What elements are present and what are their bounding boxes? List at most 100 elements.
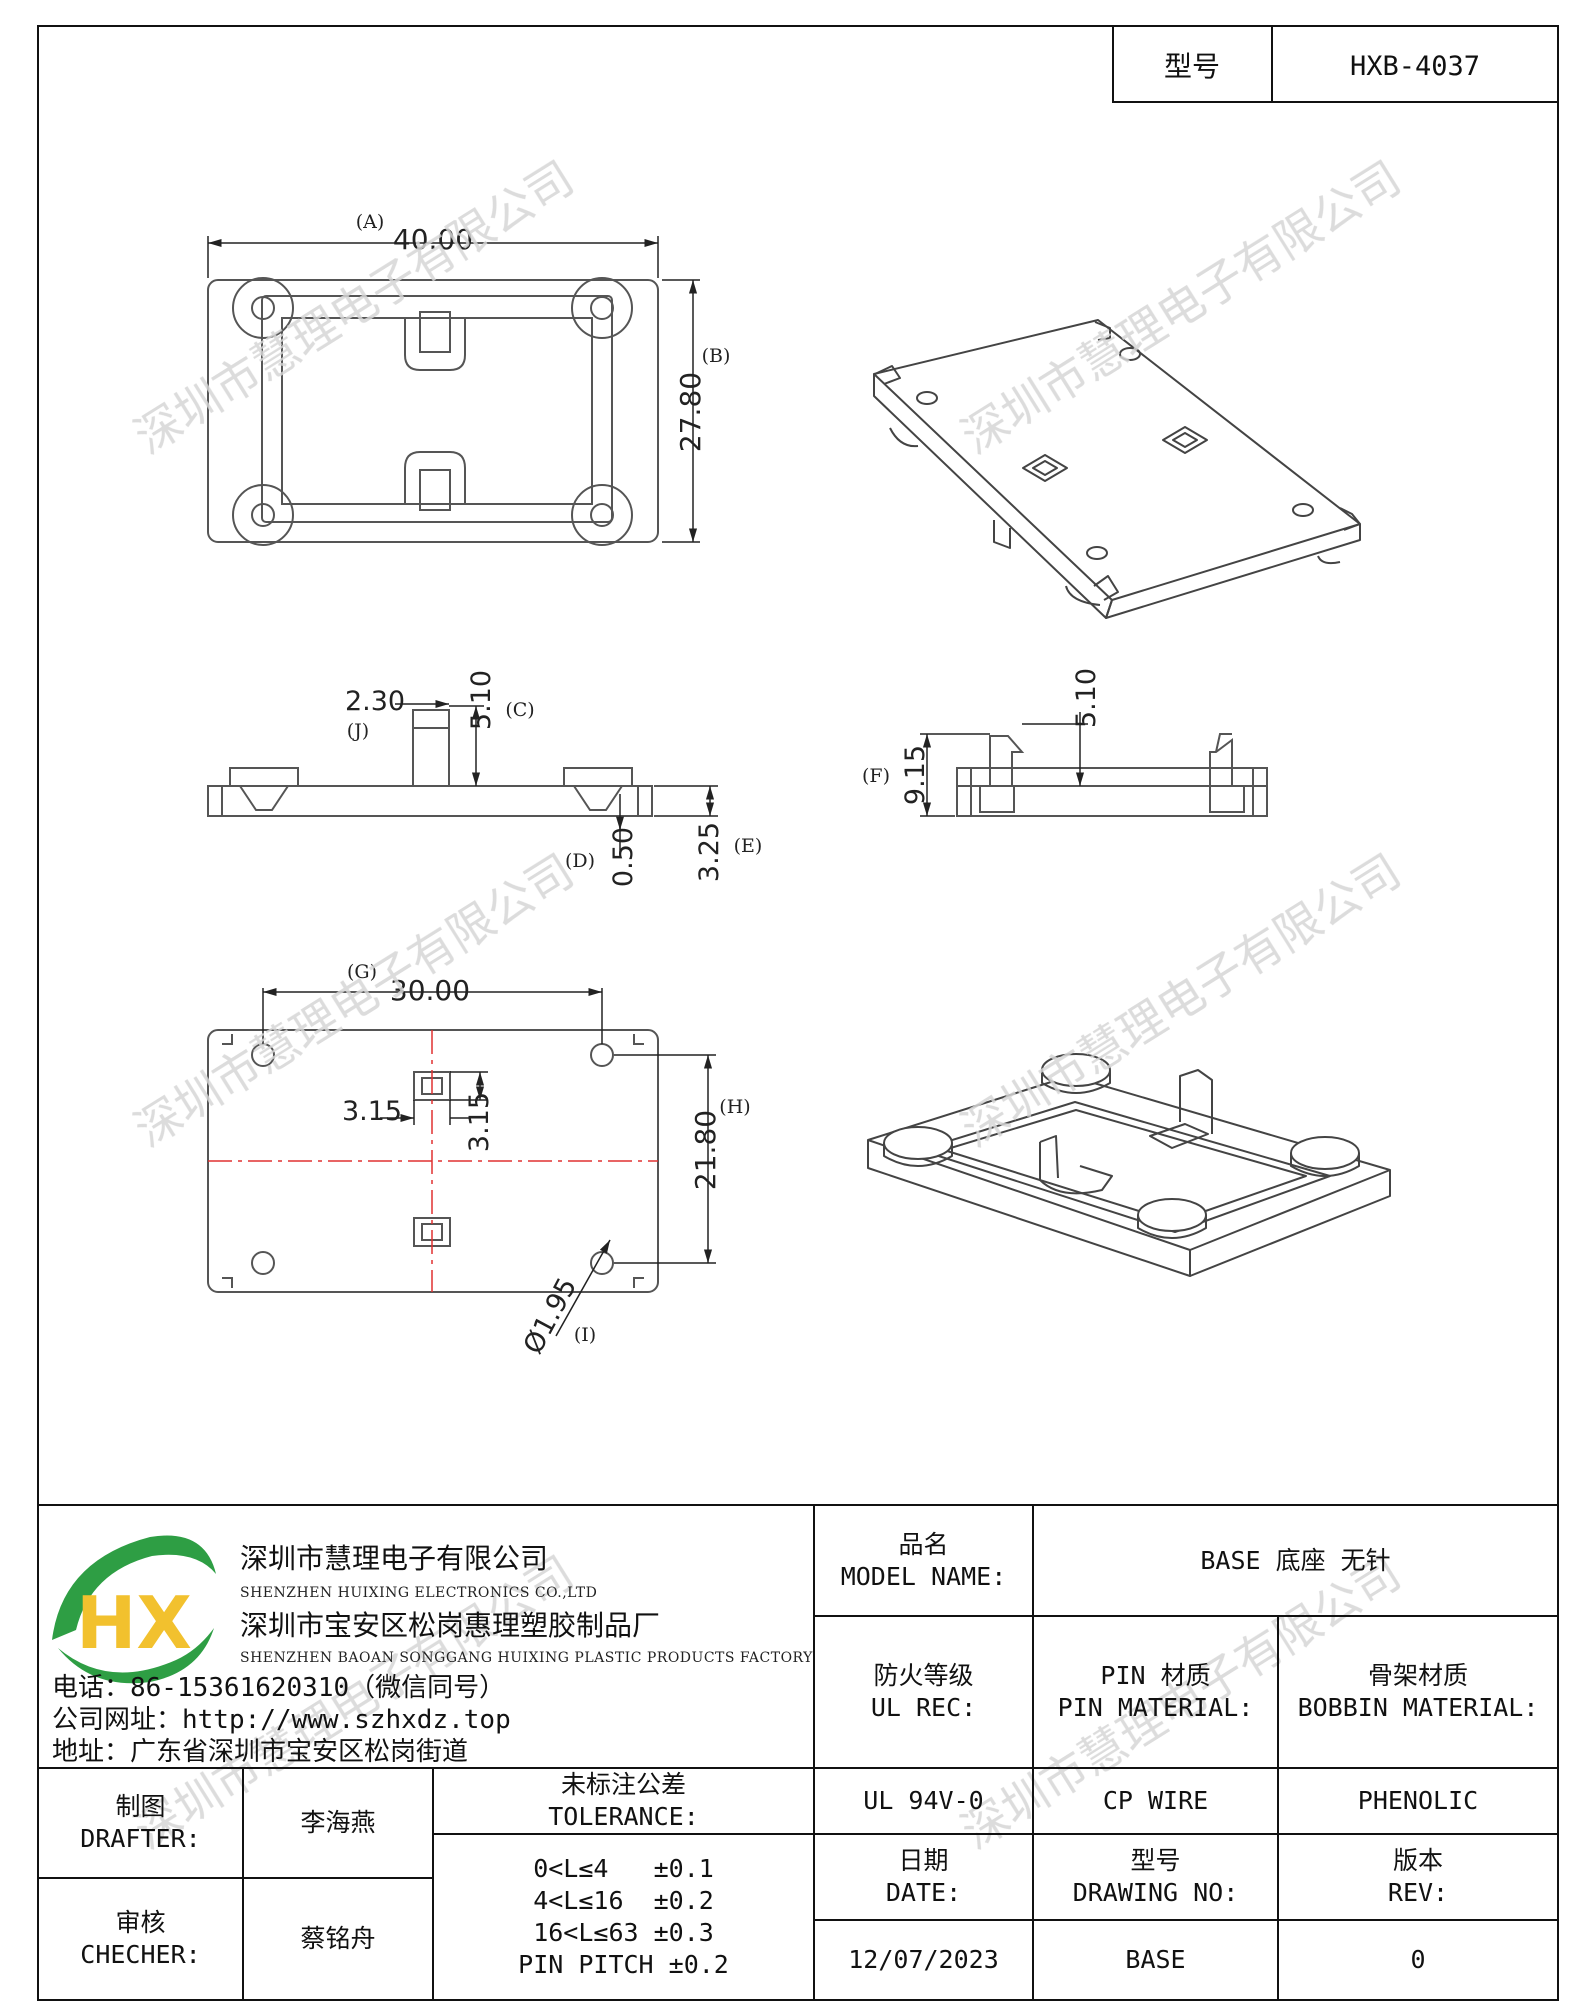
model-name-value-cell: BASE 底座 无针 — [1033, 1505, 1558, 1616]
header-model-value: HXB-4037 — [1350, 51, 1480, 82]
dim-B-label: (B) — [702, 345, 731, 367]
rev-value: 0 — [1410, 1945, 1426, 1974]
sheet-border — [37, 25, 1559, 2001]
company-name-en: SHENZHEN HUIXING ELECTRONICS CO.,LTD — [240, 1585, 598, 1601]
title-block-grid — [38, 1504, 1558, 2000]
rev-label-cell: 版本 REV: — [1278, 1834, 1558, 1920]
dim-slot-w-value: 3.15 — [342, 1096, 402, 1127]
rev-value-cell: 0 — [1278, 1920, 1558, 2000]
dim-C-value: 5.10 — [466, 670, 497, 730]
tolerance-en: TOLERANCE: — [548, 1802, 699, 1831]
drafter-name: 李海燕 — [300, 1808, 376, 1837]
dim-H-value: 21.80 — [689, 1110, 722, 1190]
dim-bottom-lines — [262, 987, 716, 1337]
checker-en: CHECHER: — [80, 1940, 201, 1969]
ul-label-cn: 防火等级 — [873, 1661, 974, 1690]
dim-A-label: (A) — [356, 211, 385, 233]
model-name-en: MODEL NAME: — [840, 1561, 1007, 1591]
drawing-no-label-cell: 型号 DRAWING NO: — [1033, 1834, 1278, 1920]
dim-F-label: (F) — [862, 765, 890, 787]
dim-B-value: 27.80 — [674, 372, 707, 452]
dim-H-label: (H) — [719, 1096, 750, 1118]
drawing-no-en: DRAWING NO: — [1072, 1878, 1239, 1907]
pin-material-cn: PIN 材质 — [1100, 1661, 1211, 1690]
tolerance-values-cell: 0<L≤4 ±0.1 4<L≤16 ±0.2 16<L≤63 ±0.3 PIN … — [433, 1834, 814, 2000]
company-logo: HX — [52, 1535, 216, 1684]
pin-material-value: CP WIRE — [1102, 1786, 1209, 1815]
drafter-cn: 制图 — [115, 1792, 166, 1821]
dim-C-label: (C) — [505, 699, 534, 721]
ul-label-cell: 防火等级 UL REC: — [814, 1616, 1033, 1768]
center-lines — [208, 1030, 658, 1292]
model-name-cell: 品名 MODEL NAME: — [814, 1505, 1033, 1616]
bobbin-material-cn: 骨架材质 — [1367, 1661, 1468, 1690]
logo-text: HX — [76, 1581, 192, 1665]
front-view — [207, 709, 653, 817]
dim-D-label: (D) — [565, 850, 595, 872]
checker-cn: 审核 — [115, 1908, 166, 1937]
dim-B-lines — [662, 279, 700, 543]
factory-name-cn: 深圳市宝安区松岗惠理塑胶制品厂 — [240, 1609, 661, 1642]
bobbin-material-en: BOBBIN MATERIAL: — [1297, 1693, 1539, 1722]
dim-A-lines — [207, 236, 659, 278]
date-en: DATE: — [885, 1878, 962, 1907]
header-model-label: 型号 — [1164, 50, 1220, 83]
tolerance-cn: 未标注公差 — [560, 1770, 686, 1799]
bobbin-material-value: PHENOLIC — [1357, 1786, 1479, 1815]
top-view — [207, 277, 659, 546]
dim-D-value: 0.50 — [608, 827, 639, 887]
date-cn: 日期 — [898, 1846, 949, 1875]
dim-side-lines — [920, 712, 1088, 817]
dim-A-value: 40.00 — [393, 223, 473, 256]
company-phone: 电话：86-15361620310（微信同号） — [52, 1673, 506, 1703]
factory-name-en: SHENZHEN BAOAN SONGGANG HUIXING PLASTIC … — [240, 1650, 813, 1666]
drafter-label-cell: 制图 DRAFTER: — [38, 1768, 243, 1878]
drafter-name-cell: 李海燕 — [243, 1768, 433, 1878]
dim-I-value: Ø1.95 — [518, 1273, 584, 1359]
dim-G-value: 30.00 — [390, 974, 470, 1007]
dim-F-value: 9.15 — [900, 745, 931, 805]
rev-en: REV: — [1387, 1878, 1449, 1907]
dim-J-label: (J) — [347, 720, 369, 742]
drafter-en: DRAFTER: — [80, 1824, 201, 1853]
date-label-cell: 日期 DATE: — [814, 1834, 1033, 1920]
pin-material-label-cell: PIN 材质 PIN MATERIAL: — [1033, 1616, 1278, 1768]
company-address: 地址：广东省深圳市宝安区松岗街道 — [52, 1737, 469, 1767]
dim-G-label: (G) — [347, 961, 377, 983]
ul-label-en: UL REC: — [870, 1693, 977, 1722]
drawing-no-cn: 型号 — [1130, 1846, 1181, 1875]
dim-front-lines — [395, 699, 718, 858]
drawing-no-value: BASE — [1125, 1945, 1186, 1974]
iso-bottom-view — [873, 319, 1361, 619]
drawing-no-value-cell: BASE — [1033, 1920, 1278, 2000]
ul-value-cell: UL 94V-0 — [814, 1768, 1033, 1834]
model-name-cn: 品名 — [898, 1529, 949, 1559]
tolerance-label-cell: 未标注公差 TOLERANCE: — [433, 1768, 814, 1834]
pin-value-cell: CP WIRE — [1033, 1768, 1278, 1834]
dim-side-pin-value: 5.10 — [1071, 668, 1102, 728]
date-value-cell: 12/07/2023 — [814, 1920, 1033, 2000]
tolerance-row: PIN PITCH ±0.2 — [518, 1950, 729, 1979]
checker-name: 蔡铭舟 — [300, 1924, 376, 1953]
watermark-1: 深圳市慧理电子有限公司 — [125, 150, 583, 464]
tolerance-row: 16<L≤63 ±0.3 — [533, 1918, 714, 1947]
tolerance-row: 4<L≤16 ±0.2 — [533, 1886, 714, 1915]
date-value: 12/07/2023 — [848, 1945, 999, 1974]
checker-name-cell: 蔡铭舟 — [243, 1878, 433, 2000]
side-view — [956, 733, 1268, 817]
dim-J-value: 2.30 — [345, 686, 405, 717]
model-name-value: BASE 底座 无针 — [1200, 1545, 1391, 1575]
dim-I-label: (I) — [574, 1324, 596, 1346]
rev-cn: 版本 — [1392, 1846, 1443, 1875]
company-name-cn: 深圳市慧理电子有限公司 — [240, 1542, 549, 1575]
tolerance-row: 0<L≤4 ±0.1 — [533, 1854, 714, 1883]
dim-E-value: 3.25 — [694, 822, 725, 882]
iso-top-view — [867, 1053, 1391, 1277]
checker-label-cell: 审核 CHECHER: — [38, 1878, 243, 2000]
dim-slot-h-value: 3.15 — [464, 1092, 495, 1152]
header-model-box — [1112, 25, 1559, 103]
bobbin-value-cell: PHENOLIC — [1278, 1768, 1558, 1834]
bobbin-material-label-cell: 骨架材质 BOBBIN MATERIAL: — [1278, 1616, 1558, 1768]
pin-material-en: PIN MATERIAL: — [1057, 1693, 1254, 1722]
